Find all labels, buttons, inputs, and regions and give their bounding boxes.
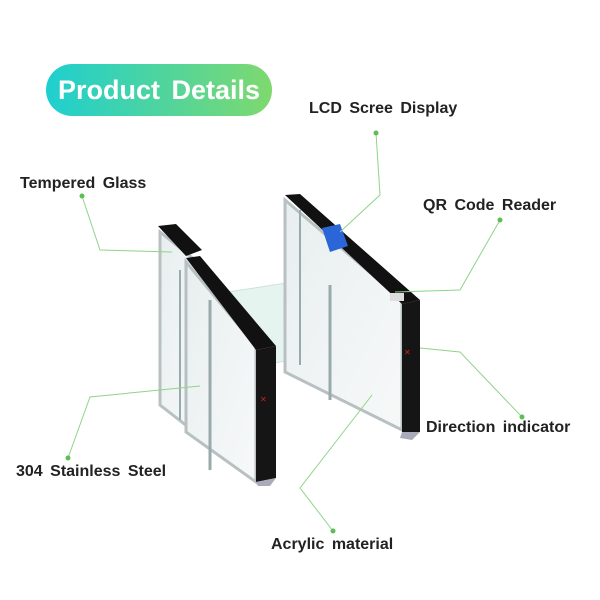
leader-lines — [67, 132, 523, 532]
label-acrylic-material: Acrylic material — [271, 536, 394, 553]
right-gate: ✕ — [283, 194, 420, 440]
left-gate: ✕ — [158, 224, 276, 486]
qr-reader — [390, 293, 404, 301]
product-details-badge: Product Details — [46, 64, 272, 116]
label-lcd-display: LCD Scree Display — [309, 100, 458, 117]
label-qr-code-reader: QR Code Reader — [423, 197, 557, 214]
label-tempered-glass: Tempered Glass — [20, 175, 147, 192]
label-direction-indicator: Direction indicator — [426, 419, 571, 436]
label-stainless-steel: 304 Stainless Steel — [16, 463, 167, 480]
direction-indicator-right: ✕ — [404, 348, 411, 357]
direction-indicator-left: ✕ — [260, 395, 267, 404]
